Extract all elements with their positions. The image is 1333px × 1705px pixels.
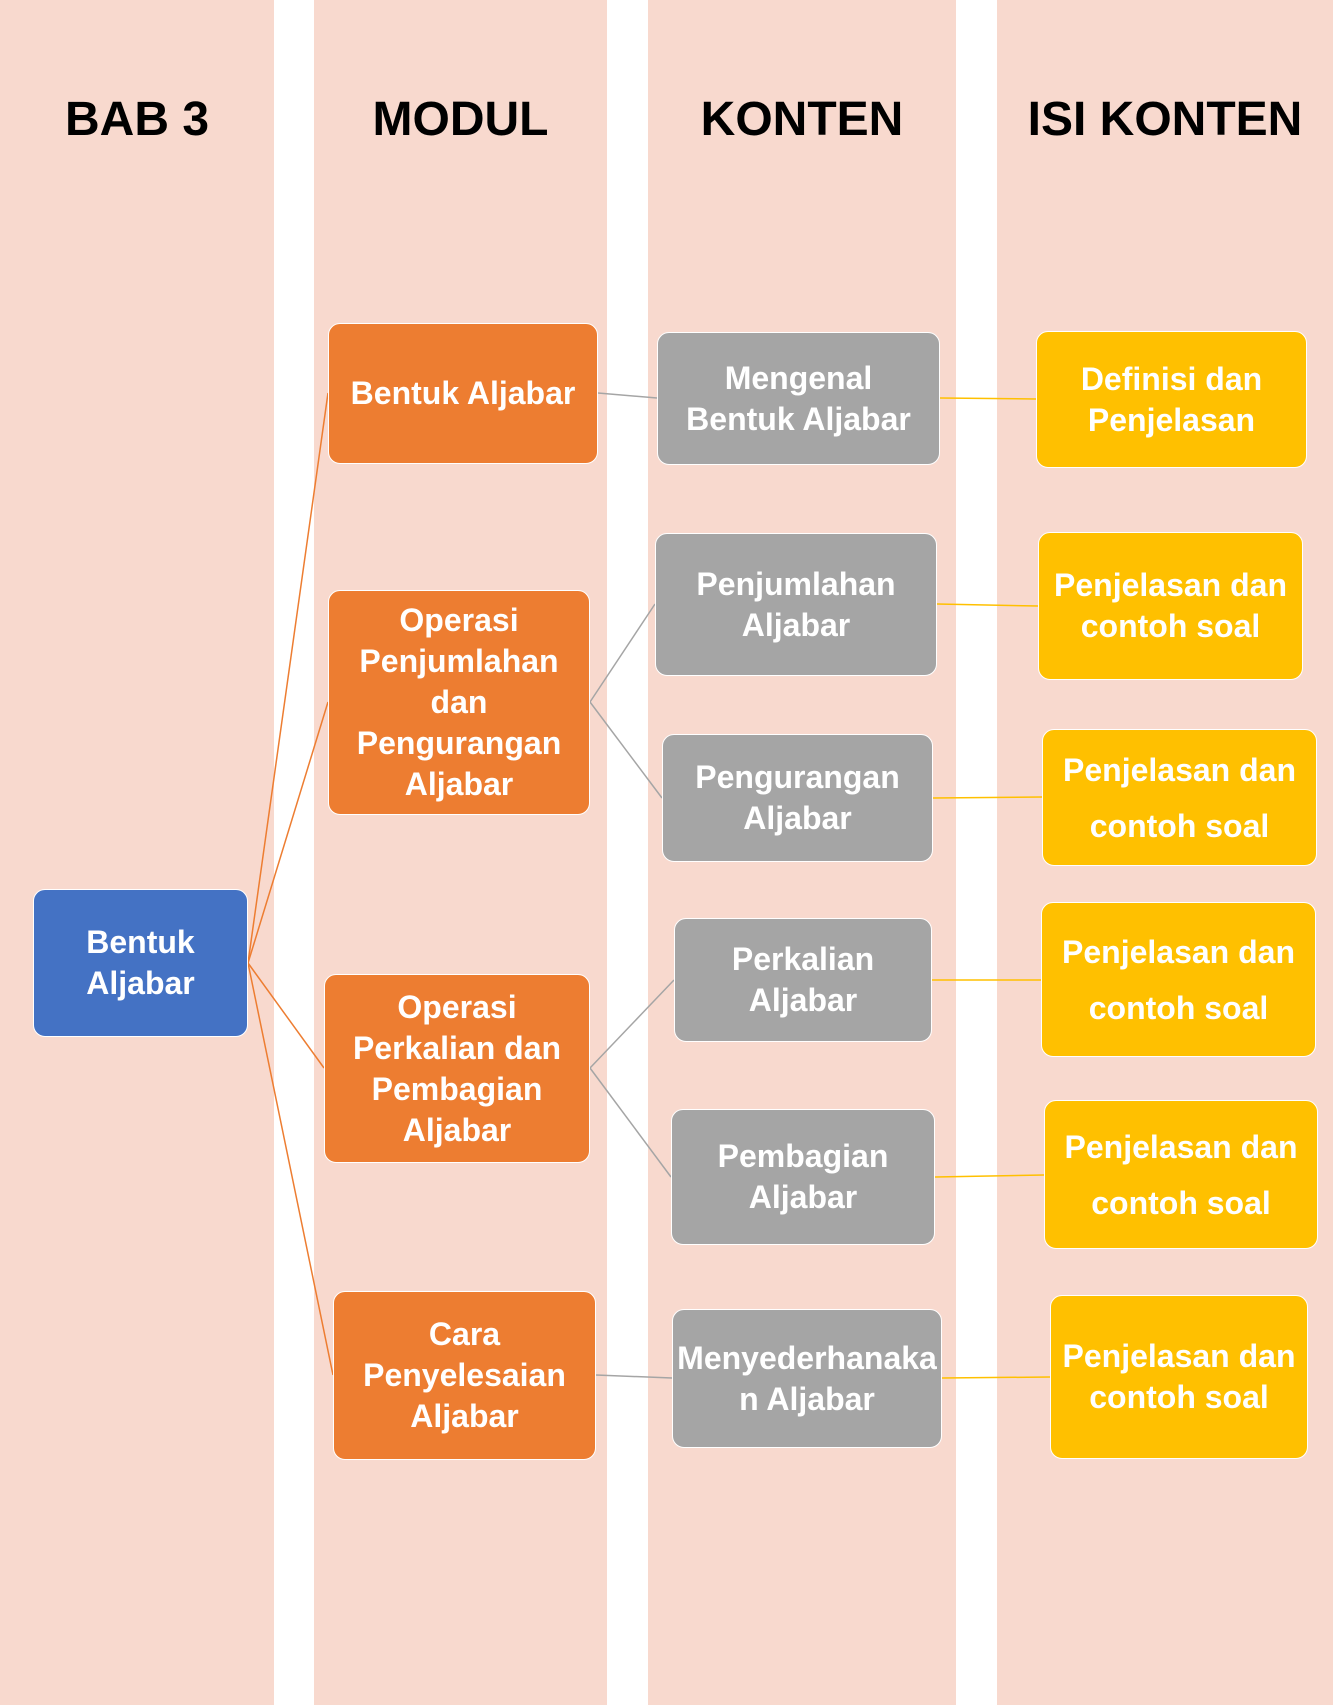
connector-root-module-4 xyxy=(247,962,334,1376)
detail-node-3: Penjelasan dan contoh soal xyxy=(1042,729,1317,866)
connector-module-content-2 xyxy=(589,603,656,703)
connector-root-module-2 xyxy=(247,701,329,964)
header-modul: MODUL xyxy=(372,93,549,146)
connector-content-detail-5 xyxy=(934,1174,1045,1178)
content-node-3: Pengurangan Aljabar xyxy=(662,734,933,862)
header-bab: BAB 3 xyxy=(64,93,210,146)
connector-content-detail-6 xyxy=(941,1376,1051,1379)
column-bab xyxy=(0,0,274,1705)
connector-module-content-1 xyxy=(597,392,658,399)
content-node-6: Menyederhanakan Aljabar xyxy=(672,1309,942,1448)
detail-node-5: Penjelasan dan contoh soal xyxy=(1044,1100,1318,1249)
connector-content-detail-3 xyxy=(932,796,1043,799)
detail-node-2: Penjelasan dan contoh soal xyxy=(1038,532,1303,680)
connector-content-detail-2 xyxy=(936,603,1039,607)
content-node-4: Perkalian Aljabar xyxy=(674,918,932,1042)
content-node-2: Penjumlahan Aljabar xyxy=(655,533,937,676)
connector-module-content-3 xyxy=(589,701,663,799)
detail-node-4: Penjelasan dan contoh soal xyxy=(1041,902,1316,1057)
root-node: Bentuk Aljabar xyxy=(33,889,248,1037)
connector-module-content-6 xyxy=(595,1374,673,1379)
module-node-1: Bentuk Aljabar xyxy=(328,323,598,464)
connector-content-detail-1 xyxy=(939,397,1037,400)
detail-node-1: Definisi dan Penjelasan xyxy=(1036,331,1307,468)
content-node-5: Pembagian Aljabar xyxy=(671,1109,935,1245)
module-node-3: Operasi Perkalian dan Pembagian Aljabar xyxy=(324,974,590,1163)
connector-root-module-3 xyxy=(247,962,325,1069)
module-node-2: Operasi Penjumlahan dan Pengurangan Alja… xyxy=(328,590,590,815)
connector-root-module-1 xyxy=(247,392,329,964)
module-node-4: Cara Penyelesaian Aljabar xyxy=(333,1291,596,1460)
header-isi-konten: ISI KONTEN xyxy=(1027,93,1303,146)
content-node-1: Mengenal Bentuk Aljabar xyxy=(657,332,940,465)
header-konten: KONTEN xyxy=(700,93,904,146)
detail-node-6: Penjelasan dan contoh soal xyxy=(1050,1295,1308,1459)
connector-module-content-4 xyxy=(589,979,675,1069)
connector-module-content-5 xyxy=(589,1067,672,1178)
